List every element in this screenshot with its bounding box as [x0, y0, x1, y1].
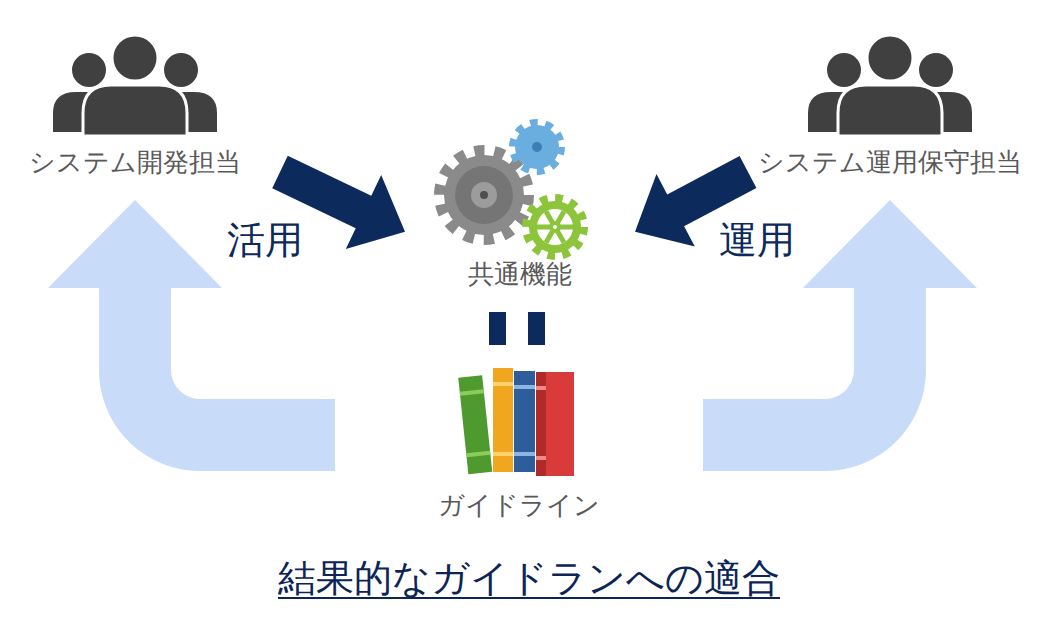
- actor-node: ガイドライン: [335, 360, 703, 525]
- books-icon: [493, 382, 513, 386]
- edge-label: 活用: [227, 218, 303, 262]
- books-icon: [514, 452, 535, 456]
- gear-icon: [537, 225, 573, 230]
- gear-icon: [553, 225, 557, 229]
- gear-icon: [546, 211, 564, 242]
- arrow-body: [135, 288, 335, 435]
- books-icon: [458, 368, 574, 476]
- books-icon: [536, 372, 546, 476]
- arrow-body: [703, 288, 890, 435]
- feedback-arrow: [703, 200, 977, 435]
- gear-icon: [526, 198, 584, 256]
- books-icon: [466, 451, 490, 457]
- node-label: システム運用保守担当: [758, 146, 1022, 178]
- books-icon: [536, 372, 574, 476]
- caption-text: 結果的なガイドランへの適合: [0, 555, 1058, 601]
- people-icon: [808, 35, 972, 136]
- actor-node: システム開発担当: [10, 25, 280, 200]
- gear-icon: [537, 209, 573, 245]
- arrow-head: [48, 200, 222, 288]
- books-icon: [460, 389, 484, 395]
- books-icon: [493, 452, 513, 456]
- gear-icon: [455, 166, 513, 224]
- books-icon: [458, 375, 492, 474]
- node-label: システム開発担当: [29, 146, 241, 178]
- gear-icon: [537, 211, 573, 242]
- gear-icon: [440, 151, 528, 239]
- gear-icon: [480, 191, 488, 199]
- arrow-head: [803, 200, 977, 288]
- gear-icon: [513, 123, 561, 171]
- books-icon: [493, 368, 513, 472]
- equals-sign: [489, 312, 506, 345]
- equals-sign: [489, 312, 545, 345]
- feedback-arrow: [48, 200, 335, 435]
- actor-node: システム運用保守担当: [748, 25, 1040, 200]
- books-icon: [514, 385, 535, 389]
- gear-icon: [444, 155, 524, 235]
- gear-icon: [529, 201, 581, 253]
- books-icon: [514, 371, 535, 472]
- gear-icon: [471, 182, 497, 208]
- gear-icon: [440, 151, 528, 239]
- books-icon: [536, 386, 546, 390]
- actor-node: 共通機能: [405, 115, 635, 292]
- edge-label: 運用: [719, 218, 795, 262]
- gear-icon: [515, 125, 559, 169]
- gear-icon: [549, 221, 561, 233]
- gear-icon: [526, 198, 584, 256]
- books-icon: [536, 456, 546, 460]
- node-label: ガイドライン: [438, 489, 600, 521]
- gear-icon: [532, 142, 542, 152]
- gear-icon: [513, 123, 561, 171]
- books-icon: [458, 375, 492, 474]
- equals-sign: [528, 312, 545, 345]
- people-icon: [53, 35, 217, 136]
- gear-icon: [546, 211, 564, 242]
- node-label: 共通機能: [468, 258, 572, 290]
